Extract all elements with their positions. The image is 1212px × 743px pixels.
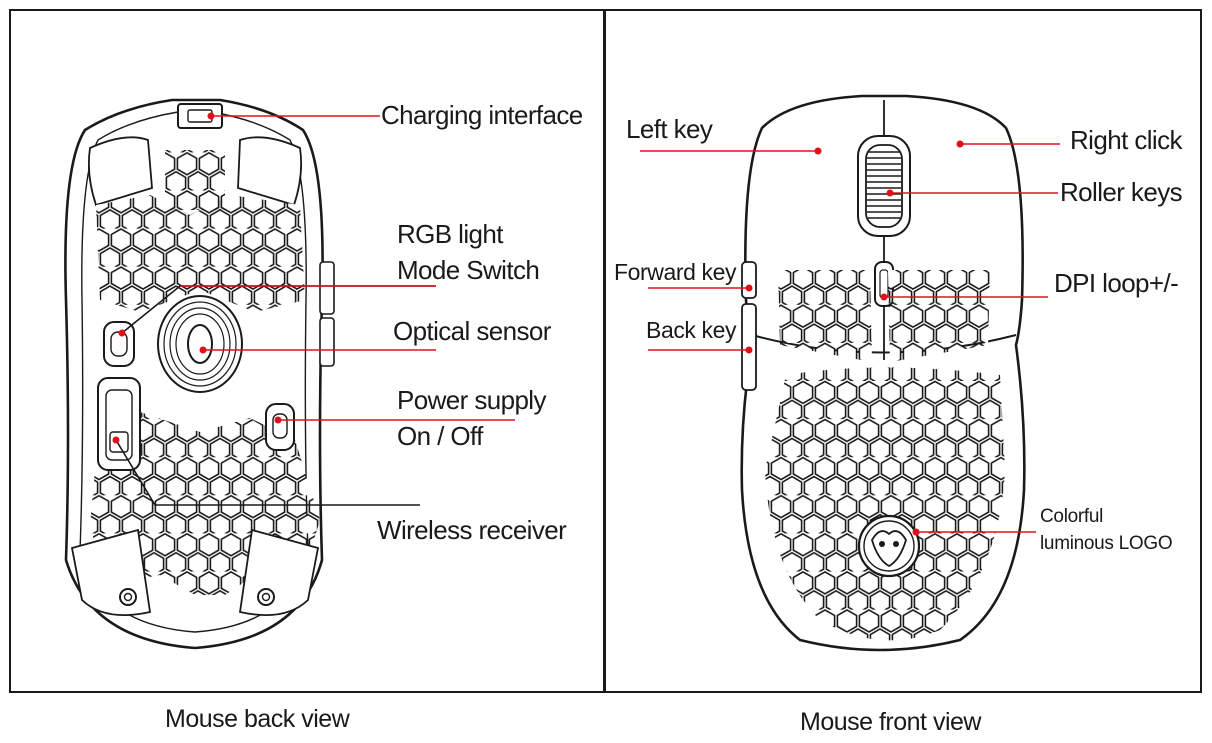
dot-rgb <box>118 329 126 337</box>
label-left-key: Left key <box>626 114 713 144</box>
leader-wireless <box>115 439 420 506</box>
dot-forward <box>745 284 753 292</box>
caption-back-view: Mouse back view <box>165 705 350 733</box>
dot-right-click <box>956 140 964 148</box>
label-mode-switch: Mode Switch <box>397 255 540 285</box>
label-rgb-light: RGB light <box>397 219 503 249</box>
mouse-front-illustration <box>740 94 1026 652</box>
label-luminous-logo: luminous LOGO <box>1040 533 1173 554</box>
dot-roller <box>886 189 894 197</box>
dot-power <box>274 416 282 424</box>
front-leader-lines <box>640 143 1060 533</box>
label-forward-key: Forward key <box>614 259 737 285</box>
front-view-frame <box>604 9 1202 693</box>
label-wireless-receiver: Wireless receiver <box>377 515 567 545</box>
label-power-supply: Power supply <box>397 385 546 415</box>
label-on-off: On / Off <box>397 421 483 451</box>
label-colorful: Colorful <box>1040 506 1104 527</box>
mouse-back-illustration <box>64 98 335 650</box>
label-optical-sensor: Optical sensor <box>393 316 551 346</box>
label-charging-interface: Charging interface <box>381 100 583 130</box>
back-leader-lines <box>115 115 515 506</box>
caption-front-view: Mouse front view <box>800 708 981 736</box>
dot-back <box>745 346 753 354</box>
label-back-key: Back key <box>646 317 737 343</box>
dot-wireless <box>112 436 120 444</box>
dot-optical <box>199 346 207 354</box>
label-roller-keys: Roller keys <box>1060 177 1183 207</box>
dot-charging <box>207 112 215 120</box>
dot-logo <box>912 528 920 536</box>
label-dpi-loop: DPI loop+/- <box>1054 268 1179 298</box>
dot-dpi <box>880 293 888 301</box>
label-right-click: Right click <box>1070 125 1182 155</box>
dot-left-key <box>814 147 822 155</box>
